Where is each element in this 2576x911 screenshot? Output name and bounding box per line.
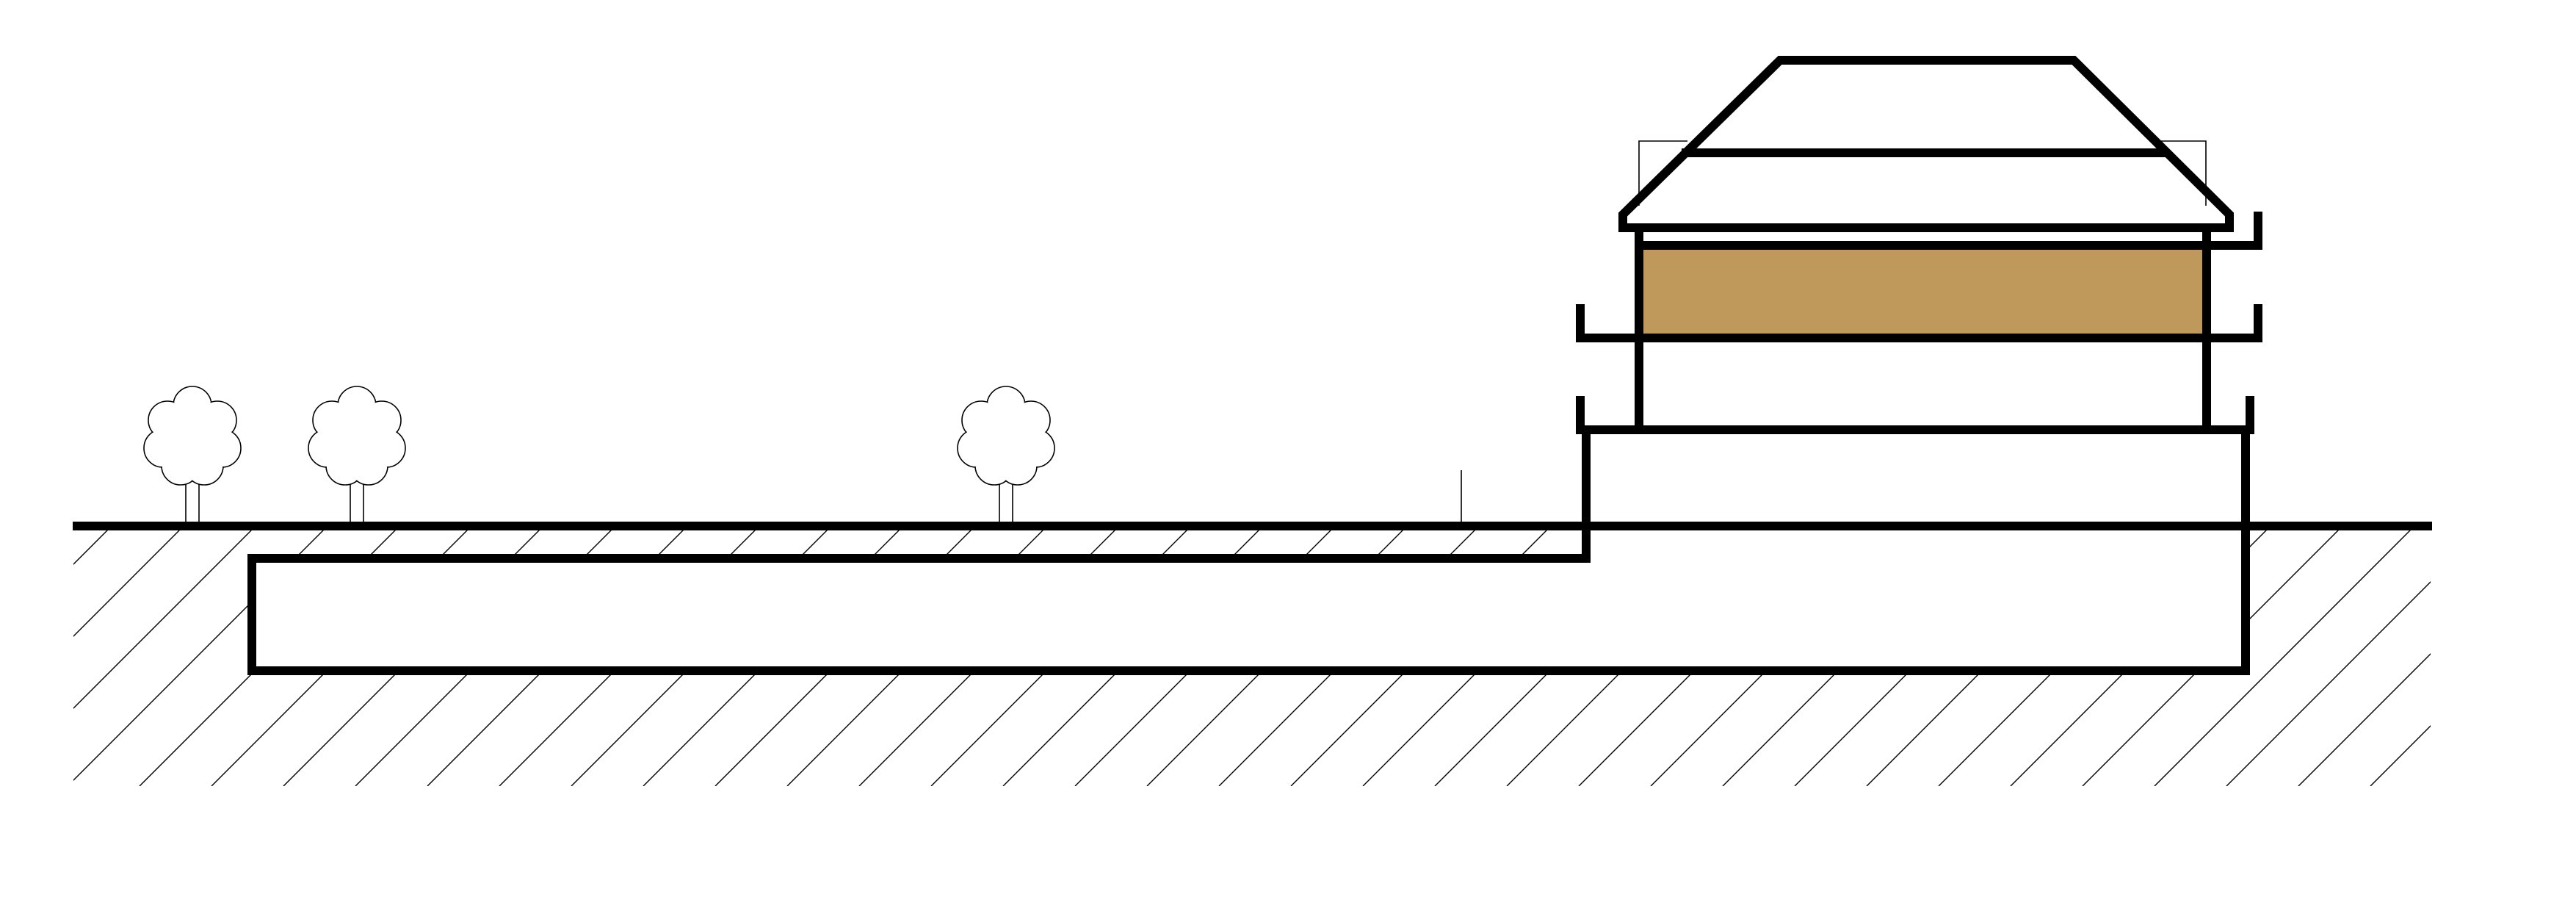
hatch-line <box>73 527 183 786</box>
tree-canopy <box>957 386 1055 486</box>
tree-canopy <box>308 386 406 486</box>
hatch-line <box>2298 527 2431 786</box>
hatch-line <box>2442 527 2576 786</box>
tree-canopy <box>143 386 242 486</box>
hatch-line <box>73 527 255 786</box>
upper-floor-fill <box>1639 245 2207 338</box>
tree <box>308 386 406 523</box>
hatch-line <box>73 527 111 786</box>
underground-volume <box>247 425 2250 675</box>
balcony-left-level-1 <box>1576 396 1591 434</box>
roof <box>1618 56 2234 232</box>
balcony-right-level-3 <box>2202 212 2262 250</box>
balcony-right-level-1 <box>2241 396 2254 434</box>
balcony-left-level-2 <box>1576 304 1643 342</box>
underground-volume-fill <box>252 527 2246 671</box>
roof-outline-left <box>1638 140 1687 206</box>
roof-outline-right <box>2157 140 2207 206</box>
hatch-line <box>2226 527 2431 786</box>
tree <box>143 386 242 523</box>
hatch-line <box>0 527 38 786</box>
base-volume <box>1582 425 2250 532</box>
hatch-line <box>2514 527 2576 786</box>
hatch-line <box>2154 527 2414 786</box>
balcony-right-level-2 <box>2202 304 2262 342</box>
hatch-line <box>2370 527 2431 786</box>
tree <box>957 386 1055 523</box>
trees <box>143 386 1055 523</box>
